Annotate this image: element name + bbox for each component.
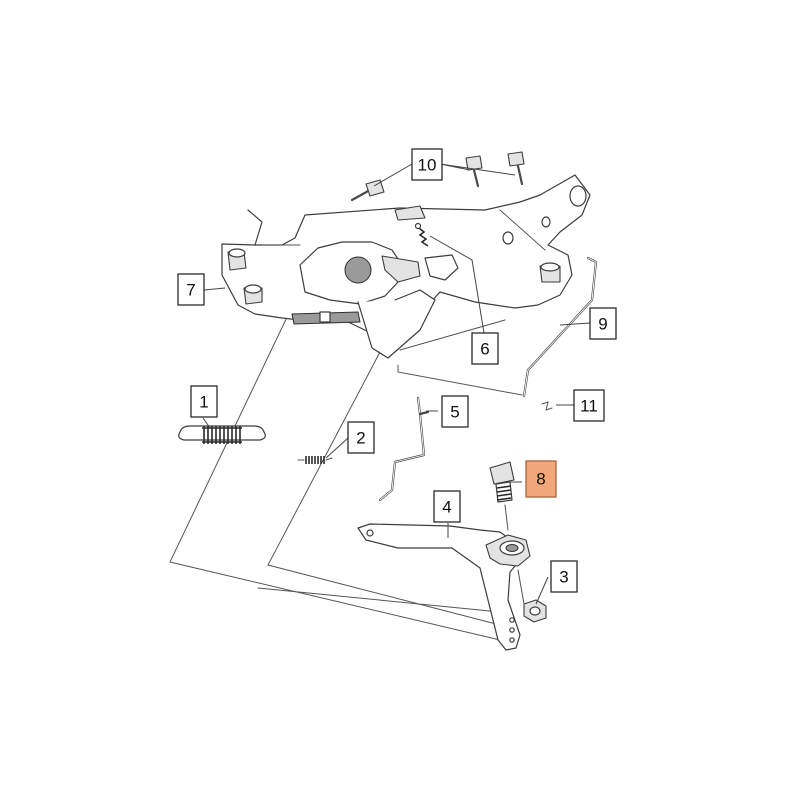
callout-11: 11 — [573, 389, 605, 422]
callout-10: 10 — [411, 148, 443, 181]
callout-label-10: 10 — [418, 156, 437, 175]
stud-right — [539, 262, 561, 283]
callout-7: 7 — [177, 273, 205, 306]
callout-label-4: 4 — [442, 498, 451, 517]
callout-5: 5 — [441, 395, 469, 428]
rod-9 — [522, 256, 598, 398]
callout-1: 1 — [190, 385, 218, 418]
callout-label-11: 11 — [580, 397, 598, 416]
nut-3 — [517, 569, 547, 623]
callout-label-7: 7 — [186, 281, 195, 300]
callout-9: 9 — [589, 307, 617, 340]
spring-6 — [414, 222, 429, 247]
callout-label-2: 2 — [356, 429, 365, 448]
assembly-guide-lines — [169, 289, 523, 641]
callout-label-5: 5 — [450, 403, 459, 422]
callout-6: 6 — [471, 332, 499, 365]
callout-label-3: 3 — [559, 568, 568, 587]
rod-5 — [378, 396, 430, 502]
leader-lines — [202, 163, 591, 605]
callout-label-6: 6 — [480, 340, 489, 359]
callout-4: 4 — [433, 490, 461, 523]
callout-label-8: 8 — [536, 470, 545, 489]
stud-left-upper — [227, 248, 247, 271]
mounting-bracket — [221, 174, 591, 359]
callout-label-1: 1 — [199, 393, 208, 412]
stud-left-lower — [243, 284, 263, 305]
bolt-10-left — [350, 179, 385, 202]
lever-plate-4 — [357, 523, 531, 651]
callout-2: 2 — [347, 421, 375, 454]
callout-3: 3 — [550, 560, 578, 593]
shoulder-bolt-8 — [489, 461, 515, 531]
clip-11 — [541, 401, 553, 411]
spring-2 — [297, 456, 333, 464]
bolt-10-middle — [465, 155, 483, 188]
callout-8: 8 — [525, 460, 557, 498]
bolt-10-right — [507, 151, 525, 186]
callout-label-9: 9 — [598, 315, 607, 334]
spring-1 — [178, 425, 266, 444]
